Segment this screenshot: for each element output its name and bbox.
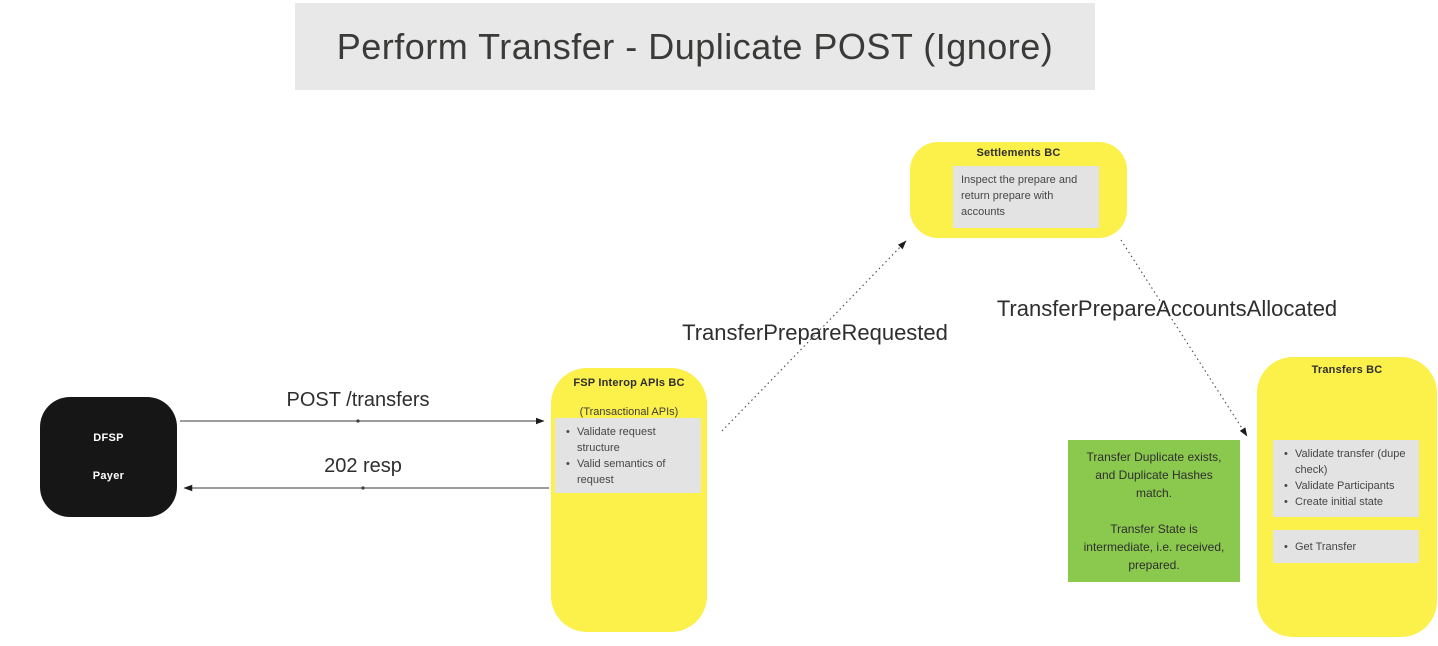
note-paragraph: Transfer State is intermediate, i.e. rec… [1083, 522, 1225, 572]
task-item: Validate transfer (dupe check) [1281, 446, 1411, 478]
actor-label-line2: Payer [92, 470, 125, 482]
task-item: Valid semantics of request [563, 456, 693, 488]
edge-label-transfer-prepare-accounts-allocated: TransferPrepareAccountsAllocated [996, 296, 1338, 321]
node-transfers-bc: Transfers BC Validate transfer (dupe che… [1257, 357, 1437, 637]
task-item: Get Transfer [1281, 539, 1411, 555]
task-item: Validate Participants [1281, 478, 1411, 494]
arrow-transfer-prepare-accounts-allocated [1120, 239, 1248, 437]
edge-label-post-transfers: POST /transfers [286, 389, 430, 411]
actor-label-line1: DFSP [93, 432, 124, 444]
edge-label-transfer-prepare-requested: TransferPrepareRequested [682, 320, 948, 345]
arrow-midpoint-dot [356, 419, 360, 423]
node-title: Settlements BC [976, 147, 1061, 159]
task-item: Create initial state [1281, 494, 1411, 510]
diagram-title: Perform Transfer - Duplicate POST (Ignor… [336, 25, 1054, 67]
edge-label-202-resp: 202 resp [324, 455, 402, 477]
settlements-note: Inspect the prepare and return prepare w… [953, 166, 1099, 228]
node-fsp-interop-apis-bc: FSP Interop APIs BC (Transactional APIs)… [551, 368, 707, 632]
node-title: Transfers BC [1311, 364, 1383, 376]
transfers-get-transfer-list: Get Transfer [1273, 530, 1419, 563]
node-title: FSP Interop APIs BC [573, 377, 685, 389]
note-duplicate-transfer: Transfer Duplicate exists, and Duplicate… [1068, 440, 1240, 582]
note-paragraph: Transfer Duplicate exists, and Duplicate… [1086, 450, 1222, 500]
node-dfsp-payer: DFSP Payer [40, 397, 177, 517]
fsp-interop-task-list: Validate request structure Valid semanti… [555, 418, 701, 493]
task-item: Validate request structure [563, 424, 693, 456]
arrow-midpoint-dot [361, 486, 365, 490]
node-settlements-bc: Settlements BC Inspect the prepare and r… [910, 142, 1127, 238]
transfers-task-list: Validate transfer (dupe check) Validate … [1273, 440, 1419, 517]
node-subtitle: (Transactional APIs) [579, 406, 679, 418]
diagram-title-bar: Perform Transfer - Duplicate POST (Ignor… [295, 3, 1095, 90]
